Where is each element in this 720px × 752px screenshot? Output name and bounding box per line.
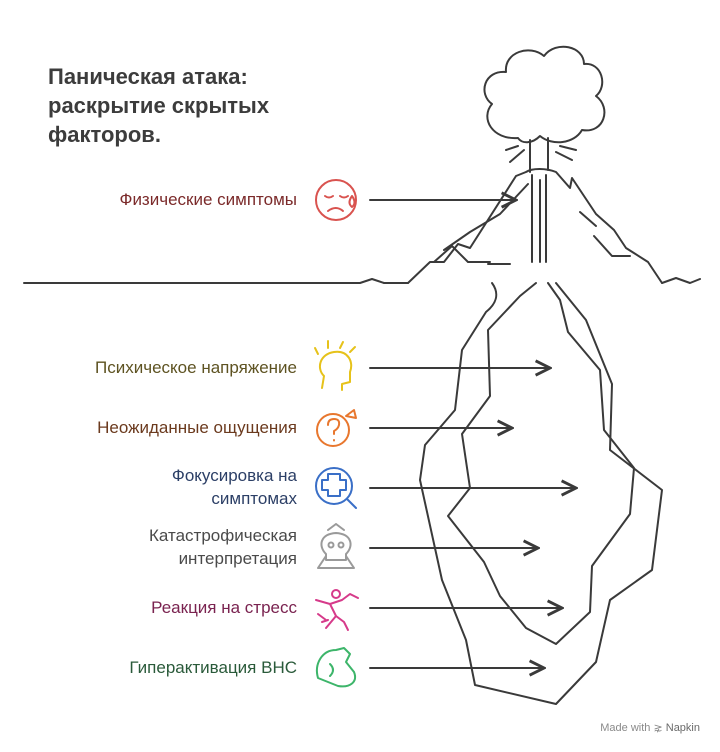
label-line: Психическое напряжение [95,358,297,377]
made-with-footer: Made with ⋧ Napkin [600,721,700,734]
title-line: факторов. [48,122,161,147]
label-mental-tension: Психическое напряжение [17,356,297,379]
running-person-icon [315,589,359,631]
magma-channel-outer [419,282,663,705]
napkin-logo-icon: ⋧ [653,722,663,734]
label-physical-symptoms: Физические симптомы [17,188,297,211]
question-surprise-icon [316,409,357,447]
volcano-ridge [433,183,631,265]
magnifier-cross-icon [315,467,357,509]
label-line: Катастрофическая [149,526,297,545]
title-line: раскрытие скрытых [48,93,270,118]
lava-splash [505,145,577,163]
eruption-column [529,137,549,173]
stressed-head-icon [314,340,356,391]
label-line: интерпретация [178,549,297,568]
footer-brand: Napkin [665,722,700,734]
muscle-arm-icon [316,647,356,688]
label-line: Физические симптомы [119,190,297,209]
label-catastrophic-interpretation: Катастрофическая интерпретация [17,524,297,570]
eruption-cloud [483,45,606,144]
label-unexpected-sensations: Неожиданные ощущения [17,416,297,439]
sad-face-tear-icon [315,179,357,221]
label-line: Неожиданные ощущения [97,418,297,437]
footer-made-with: Made with [600,722,651,734]
ground-line [23,277,701,284]
label-line: Фокусировка на [171,466,297,485]
label-ans-hyperactivation: Гиперактивация ВНС [17,656,297,679]
label-line: симптомах [211,489,297,508]
skull-warning-icon [317,523,355,569]
label-symptom-focus: Фокусировка на симптомах [17,464,297,510]
label-line: Реакция на стресс [151,598,297,617]
page-title: Паническая атака: раскрытие скрытых факт… [48,62,348,149]
magma-channel-inner [447,282,635,645]
label-line: Гиперактивация ВНС [129,658,297,677]
volcano-mountain [407,168,663,284]
title-line: Паническая атака: [48,64,248,89]
label-stress-reaction: Реакция на стресс [17,596,297,619]
magma-pipe [531,174,547,263]
